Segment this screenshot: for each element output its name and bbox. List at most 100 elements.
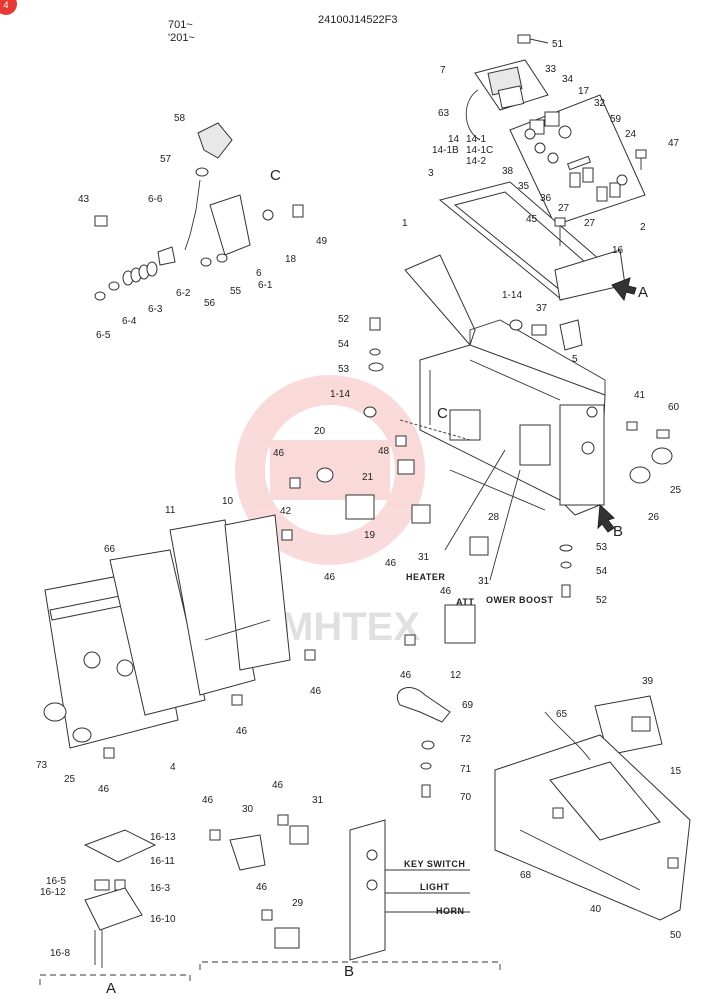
label-53b: 53: [596, 542, 608, 553]
label-2: 2: [640, 222, 646, 233]
label-14-1: 14-1: [466, 134, 486, 145]
label-34: 34: [562, 74, 574, 85]
label-51: 51: [552, 39, 564, 50]
label-28: 28: [488, 512, 500, 523]
label-30: 30: [242, 804, 254, 815]
fuse-16-10: [84, 887, 143, 931]
label-6-2: 6-2: [176, 288, 191, 299]
label-c-mid: C: [437, 405, 448, 422]
label-7: 7: [440, 65, 446, 76]
label-33: 33: [545, 64, 557, 75]
label-arrow-a: A: [638, 284, 648, 301]
label-46g: 46: [98, 784, 110, 795]
bracket-5: [559, 319, 583, 351]
label-16-3: 16-3: [150, 883, 170, 894]
label-53a: 53: [338, 364, 350, 375]
label-6-6: 6-6: [148, 194, 163, 205]
label-43: 43: [78, 194, 90, 205]
label-16-10: 16-10: [150, 914, 176, 925]
panel-10: [224, 514, 291, 671]
label-25a: 25: [670, 485, 682, 496]
label-35: 35: [518, 181, 530, 192]
label-15: 15: [670, 766, 682, 777]
relay-31b: [469, 536, 489, 556]
label-ower-boost: OWER BOOST: [486, 595, 554, 605]
label-52a: 52: [338, 314, 350, 325]
label-16-13: 16-13: [150, 832, 176, 843]
label-70: 70: [460, 792, 472, 803]
label-horn: HORN: [436, 906, 465, 916]
label-20: 20: [314, 426, 326, 437]
label-11: 11: [165, 505, 176, 516]
diagram-code: 24100J14522F3: [318, 14, 398, 26]
label-42: 42: [280, 506, 292, 517]
label-46h: 46: [202, 795, 214, 806]
console-cover-3: [438, 181, 626, 301]
watermark-text: MHTEX: [280, 605, 420, 649]
label-16-12: 16-12: [40, 887, 66, 898]
bolt-41: [626, 421, 638, 431]
label-31a: 31: [418, 552, 430, 563]
knob-58: [197, 122, 233, 159]
label-46j: 46: [256, 882, 268, 893]
bracket-6: [209, 194, 251, 256]
label-39: 39: [642, 676, 654, 687]
bolt-48: [395, 435, 407, 447]
panel-66: [109, 549, 206, 716]
grommet-1-14: [363, 406, 377, 418]
label-att: ATT: [456, 597, 474, 607]
label-21: 21: [362, 472, 374, 483]
label-37: 37: [536, 303, 548, 314]
label-46i: 46: [272, 780, 284, 791]
label-3: 3: [428, 168, 434, 179]
label-46-12: 46: [400, 670, 412, 681]
label-46e: 46: [310, 686, 322, 697]
label-c-top: C: [270, 167, 281, 184]
grommet-25b: [72, 727, 92, 743]
grommet-73: [43, 702, 67, 722]
label-1: 1: [402, 218, 408, 229]
label-1-14a: 1-14: [502, 290, 522, 301]
label-16: 16: [612, 245, 624, 256]
label-5: 5: [572, 354, 578, 365]
view-arrow-a: [611, 277, 637, 302]
corner-badge: 4: [0, 0, 17, 15]
relay-31a: [411, 504, 431, 524]
label-56: 56: [204, 298, 216, 309]
console-frame-1: [404, 254, 606, 516]
cap-60: [656, 429, 670, 439]
label-38: 38: [502, 166, 514, 177]
label-31c: 31: [312, 795, 324, 806]
label-4: 4: [170, 762, 176, 773]
unit-12: [444, 604, 476, 644]
clip-37: [531, 324, 547, 336]
bolt-49: [292, 204, 304, 218]
label-6: 6: [256, 268, 262, 279]
label-14-2: 14-2: [466, 156, 486, 167]
label-18: 18: [285, 254, 297, 265]
label-50: 50: [670, 930, 682, 941]
serial-range-2: '201~: [168, 32, 195, 44]
switch-18: [262, 209, 274, 221]
label-57: 57: [160, 154, 172, 165]
label-16-11: 16-11: [150, 856, 175, 867]
label-59: 59: [610, 114, 622, 125]
lever-assembly: [94, 122, 304, 301]
label-48: 48: [378, 446, 390, 457]
label-29: 29: [292, 898, 304, 909]
label-72: 72: [460, 734, 472, 745]
label-6-1: 6-1: [258, 280, 273, 291]
label-63: 63: [438, 108, 450, 119]
grommet-26: [629, 466, 651, 484]
relay-31c: [289, 825, 309, 845]
label-65: 65: [556, 709, 568, 720]
label-31b: 31: [478, 576, 490, 587]
label-14: 14: [448, 134, 460, 145]
bolt-51: [517, 34, 549, 44]
grommet-25: [651, 447, 673, 465]
label-14-1c: 14-1C: [466, 145, 493, 156]
label-arrow-b: B: [613, 523, 623, 540]
label-69: 69: [462, 700, 474, 711]
label-12: 12: [450, 670, 462, 681]
label-46c: 46: [385, 558, 397, 569]
